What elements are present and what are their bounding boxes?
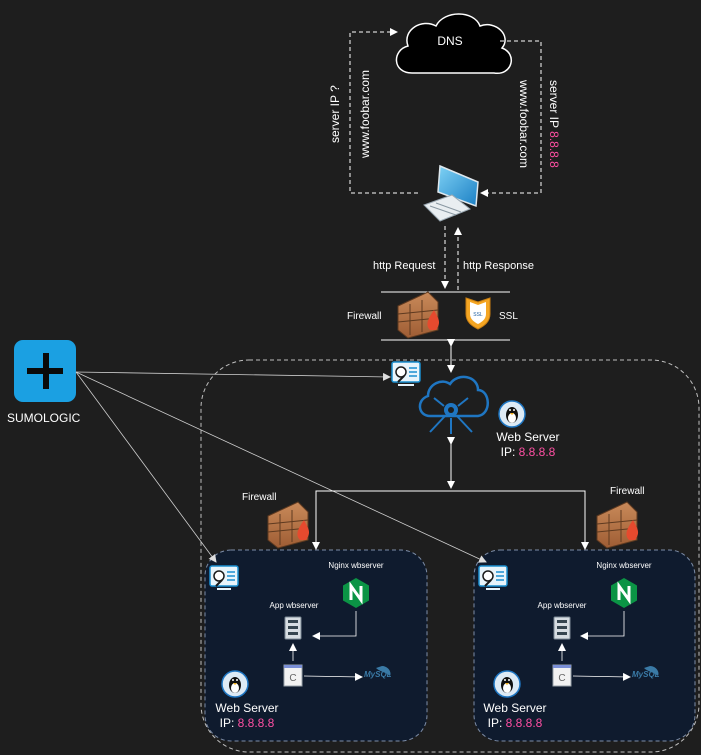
ssl-shield-icon: SSL <box>465 297 491 330</box>
server-2-code-file-letter: C <box>558 673 565 684</box>
lb-ip-value: 8.8.8.8 <box>519 445 556 459</box>
server-2-code-to-db-arrow <box>572 672 631 681</box>
dns-cloud-icon <box>395 13 512 74</box>
server-1-monitor-agent-icon <box>209 565 239 590</box>
server-1-title: Web Server <box>215 701 278 715</box>
server-2-ip-label: IP: 8.8.8.8 <box>488 716 543 730</box>
edge-firewall-label: Firewall <box>347 311 381 322</box>
server-1-app-label: App wbserver <box>270 601 319 610</box>
server-1-ip-prefix: IP: <box>220 716 238 730</box>
server-1-nginx-label: Nginx wbserver <box>328 561 383 570</box>
load-balancer-cloud-icon <box>418 375 489 434</box>
server-1-linux-icon <box>221 670 249 698</box>
server-1-ip-value: 8.8.8.8 <box>238 716 275 730</box>
query-domain-left-label: www.foobar.com <box>358 70 372 159</box>
server-box-1 <box>204 549 428 742</box>
edge-ssl-label: SSL <box>499 311 518 322</box>
lb-monitor-agent-icon <box>391 361 421 386</box>
dns-query-path <box>349 28 418 194</box>
server-1-code-to-db-arrow <box>303 672 363 681</box>
server-2-app-label: App wbserver <box>538 601 587 610</box>
monitor-line-server-1 <box>75 371 217 563</box>
http-response-label: http Response <box>463 260 534 272</box>
query-answer-ip: 8.8.8.8 <box>547 131 561 168</box>
http-request-label: http Request <box>373 260 435 272</box>
ssl-badge-text: SSL <box>473 312 483 318</box>
server-1-code-file-icon: C <box>283 664 303 687</box>
server-2-nginx-to-app-arrow <box>580 611 625 640</box>
server-2-title: Web Server <box>483 701 546 715</box>
server-2-mysql-icon: MySQL <box>632 666 660 679</box>
server-1-mysql-icon: MySQL <box>364 666 392 679</box>
server-2-nginx-label: Nginx wbserver <box>596 561 651 570</box>
server-box-2 <box>473 549 696 742</box>
server-2-mysql-text: MySQL <box>632 670 660 679</box>
server-1-firewall-label: Firewall <box>242 492 276 503</box>
server-2-nginx-icon <box>611 578 637 608</box>
lb-title: Web Server <box>496 430 559 444</box>
query-answer-prefix: server IP <box>547 80 561 131</box>
sumologic-icon[interactable] <box>14 340 76 402</box>
dns-label: DNS <box>437 34 462 48</box>
server-2-firewall-label: Firewall <box>610 486 644 497</box>
server-1-firewall-icon <box>267 501 310 549</box>
server-1-nginx-to-app-arrow <box>312 611 357 640</box>
server-1-ip-label: IP: 8.8.8.8 <box>220 716 275 730</box>
sumologic-label: SUMOLOGIC <box>7 411 81 425</box>
split-line <box>315 490 586 548</box>
infrastructure-region <box>200 359 700 753</box>
server-1-code-file-letter: C <box>289 673 296 684</box>
server-2-monitor-agent-icon <box>478 565 508 590</box>
query-domain-right-label: www.foobar.com <box>517 79 531 168</box>
server-1-app-server-icon <box>284 616 302 640</box>
edge-firewall-icon <box>397 291 440 339</box>
lb-ip-label: IP: 8.8.8.8 <box>501 445 556 459</box>
server-1-nginx-icon <box>343 578 369 608</box>
server-2-ip-prefix: IP: <box>488 716 506 730</box>
server-2-ip-value: 8.8.8.8 <box>506 716 543 730</box>
monitor-line-server-2 <box>75 371 487 563</box>
server-2-app-server-icon <box>553 616 571 640</box>
server-2-linux-icon <box>493 670 521 698</box>
lb-linux-icon <box>498 400 526 428</box>
query-answer-label: server IP 8.8.8.8 <box>547 80 561 168</box>
server-2-code-file-icon: C <box>552 664 572 687</box>
client-computer-icon <box>423 164 479 222</box>
query-question-label: server IP ? <box>328 85 342 143</box>
server-1-mysql-text: MySQL <box>364 670 392 679</box>
lb-ip-prefix: IP: <box>501 445 519 459</box>
monitor-line-lb <box>75 371 391 381</box>
server-2-firewall-icon <box>596 501 639 549</box>
